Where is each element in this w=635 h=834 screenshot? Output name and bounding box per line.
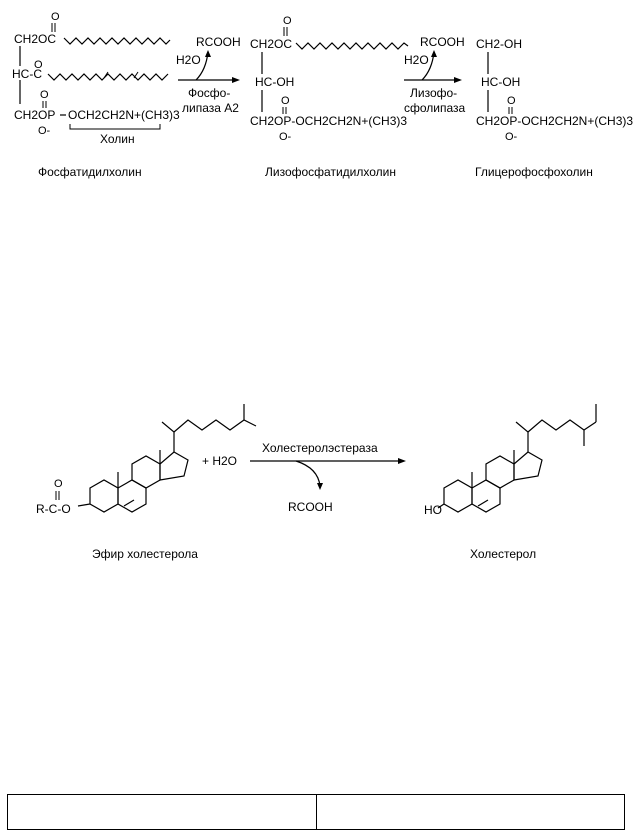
curved-arrow-head bbox=[205, 50, 211, 57]
byproduct-rcooh: RCOOH bbox=[288, 500, 333, 514]
cis-double-bond bbox=[133, 71, 139, 79]
phospholipase-a2-step: RCOOH H2O Фосфо- липаза A2 bbox=[176, 35, 241, 115]
step1-h2o: H2O bbox=[176, 53, 201, 67]
fatty-acid-chain-1 bbox=[63, 37, 171, 45]
cholesterol-name: Холестерол bbox=[470, 547, 536, 561]
phosphate-oxygen-minus: O- bbox=[38, 125, 51, 137]
footer-cell-left bbox=[8, 795, 316, 829]
lpc-row1: CH2OC bbox=[250, 37, 292, 51]
reaction-arrow-head bbox=[454, 77, 462, 83]
cholesterol-esterase-step: Холестеролэстераза RCOOH bbox=[250, 441, 406, 514]
phosphatidylcholine-name: Фосфатидилхолин bbox=[38, 165, 142, 179]
footer-cell-right bbox=[315, 795, 625, 829]
reaction-arrow-head bbox=[232, 77, 240, 83]
cholesterol-structure: HO Холестерол bbox=[424, 404, 597, 561]
ester-bond bbox=[77, 503, 91, 507]
phosphoryl-oxygen: O bbox=[281, 95, 290, 107]
gpc-row3: CH2OP-OCH2CH2N+(CH3)3 bbox=[476, 114, 633, 128]
gpc-row1: CH2-OH bbox=[476, 37, 522, 51]
step2-rcooh: RCOOH bbox=[420, 35, 465, 49]
step1-enzyme-line1: Фосфо- bbox=[188, 86, 230, 100]
ester-carbonyl-oxygen: O bbox=[54, 478, 63, 490]
pc-row2: HC-C bbox=[12, 67, 42, 81]
phosphate-oxygen-minus: O- bbox=[505, 131, 518, 143]
pc-row3-prefix: CH2OP bbox=[14, 108, 55, 122]
step2-enzyme-line1: Лизофо- bbox=[410, 86, 457, 100]
step2-h2o: H2O bbox=[404, 53, 429, 67]
pc-row3-suffix: OCH2CH2N+(CH3)3 bbox=[68, 108, 180, 122]
ester-label: R-C-O bbox=[36, 502, 71, 516]
lysophospholipase-step: RCOOH H2O Лизофо- сфолипаза bbox=[404, 35, 466, 115]
curved-arrow bbox=[295, 460, 321, 487]
carbonyl-oxygen: O bbox=[283, 15, 292, 27]
lysophosphatidylcholine-structure: O CH2OC HC-OH O CH2OP-OCH2CH2N+(CH3)3 O-… bbox=[250, 15, 409, 179]
curved-arrow-head bbox=[431, 50, 437, 57]
phosphoryl-oxygen: O bbox=[507, 95, 516, 107]
water-label: + H2O bbox=[202, 454, 237, 468]
reaction-arrow-head bbox=[398, 458, 406, 464]
gpc-row2: HC-OH bbox=[481, 75, 520, 89]
phosphate-oxygen-minus: O- bbox=[279, 131, 292, 143]
steroid-skeleton bbox=[443, 404, 597, 513]
fatty-acid-chain-2 bbox=[47, 73, 169, 81]
lpc-row3: CH2OP-OCH2CH2N+(CH3)3 bbox=[250, 114, 407, 128]
step2-enzyme-line2: сфолипаза bbox=[404, 101, 466, 115]
glycerophosphocholine-name: Глицерофосфохолин bbox=[475, 165, 593, 179]
step1-enzyme-line2: липаза A2 bbox=[182, 101, 239, 115]
cholesterol-ester-name: Эфир холестерола bbox=[92, 547, 198, 561]
phosphoryl-oxygen: O bbox=[40, 89, 49, 101]
footer-table bbox=[7, 794, 625, 830]
step1-rcooh: RCOOH bbox=[196, 35, 241, 49]
phosphatidylcholine-structure: O CH2OC O HC-C O CH2OP OCH2CH2N+(CH3)3 O… bbox=[12, 11, 180, 179]
curved-arrow-head bbox=[317, 483, 323, 490]
pc-row1: CH2OC bbox=[14, 32, 56, 46]
hydroxyl-label: HO bbox=[424, 503, 442, 517]
carbonyl-oxygen-1: O bbox=[51, 11, 60, 23]
choline-label: Холин bbox=[100, 132, 135, 146]
lysophosphatidylcholine-name: Лизофосфатидилхолин bbox=[265, 165, 396, 179]
fatty-acid-chain bbox=[295, 42, 409, 50]
cholesterol-ester-structure: O R-C-O Эфир холестерола bbox=[36, 404, 257, 561]
cis-double-bond bbox=[103, 71, 109, 79]
choline-bracket bbox=[69, 124, 161, 130]
lpc-row2: HC-OH bbox=[255, 75, 294, 89]
glycerophosphocholine-structure: CH2-OH HC-OH O CH2OP-OCH2CH2N+(CH3)3 O- … bbox=[475, 37, 633, 179]
enzyme-name: Холестеролэстераза bbox=[262, 441, 378, 455]
carbonyl-oxygen-2: O bbox=[34, 59, 43, 71]
hydroxyl-bond bbox=[437, 503, 445, 509]
